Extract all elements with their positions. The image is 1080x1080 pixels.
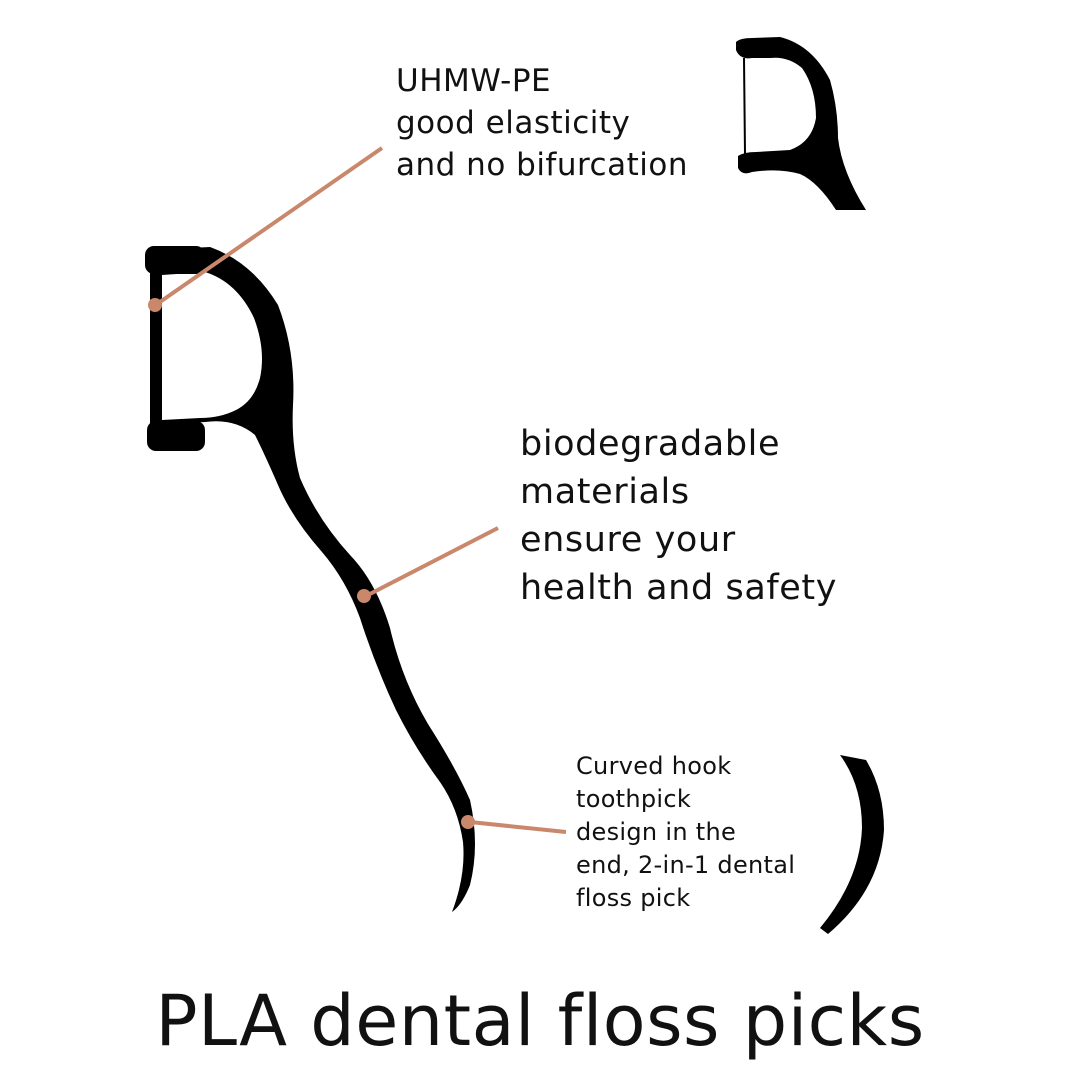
callout-biodegradable-line: health and safety (520, 568, 838, 608)
leader-line-hook (469, 820, 567, 834)
callout-biodegradable-line: materials (520, 472, 690, 512)
product-title: PLA dental floss picks (155, 980, 925, 1062)
leader-line-biodegradable (365, 526, 499, 598)
callout-biodegradable: biodegradable materials ensure your heal… (520, 420, 837, 612)
detail-floss-thread (743, 57, 746, 155)
callout-material: UHMW-PE good elasticity and no bifurcati… (396, 60, 688, 186)
callout-biodegradable-line: biodegradable (520, 424, 781, 464)
leader-dot-biodegradable (357, 589, 371, 603)
callout-hook-line: floss pick (576, 884, 691, 912)
callout-material-line: UHMW-PE (396, 63, 552, 99)
leader-dot-material (148, 298, 162, 312)
floss-pick-handle (150, 247, 475, 912)
floss-pick-top-prong (145, 246, 205, 274)
floss-pick-frame-opening (162, 272, 262, 420)
callout-material-line: and no bifurcation (396, 147, 688, 183)
callout-hook-line: Curved hook (576, 752, 732, 780)
callout-material-line: good elasticity (396, 105, 631, 141)
callout-biodegradable-line: ensure your (520, 520, 736, 560)
detail-floss-head (736, 37, 866, 210)
leader-line-material (155, 146, 384, 306)
callout-hook: Curved hook toothpick design in the end,… (576, 750, 795, 915)
floss-thread (155, 273, 158, 423)
callout-hook-line: end, 2-in-1 dental (576, 851, 796, 879)
callout-hook-line: design in the (576, 818, 737, 846)
detail-curved-hook (820, 755, 884, 934)
leader-dot-hook (461, 815, 475, 829)
floss-pick-bottom-prong (147, 421, 205, 451)
callout-hook-line: toothpick (576, 785, 692, 813)
